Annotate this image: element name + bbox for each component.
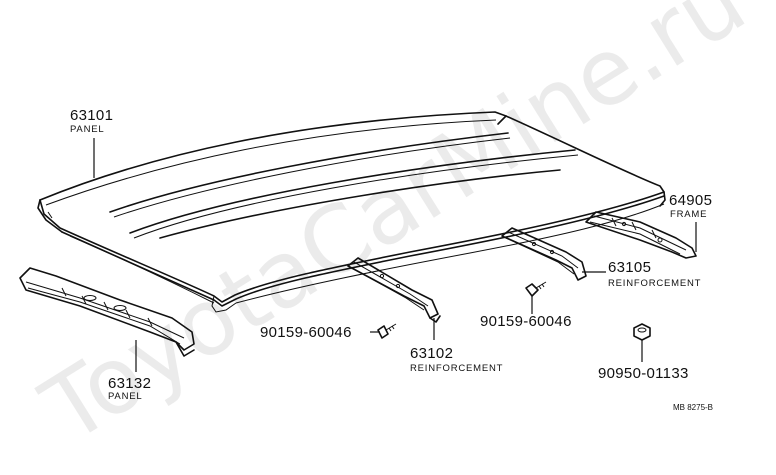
part-number-90159-left: 90159-60046	[260, 324, 352, 341]
nut-icon	[633, 323, 651, 341]
part-number-90950: 90950-01133	[598, 365, 689, 382]
frame-64905-drawing	[585, 211, 697, 259]
part-number-63101: 63101	[70, 107, 113, 124]
part-name-63105: REINFORCEMENT	[608, 278, 701, 289]
part-number-64905: 64905	[669, 192, 712, 209]
reinforcement-63102-drawing	[347, 257, 441, 323]
part-name-63132: PANEL	[108, 391, 142, 402]
part-name-63101: PANEL	[70, 124, 104, 135]
part-number-63102: 63102	[410, 345, 453, 362]
screw-right-icon	[525, 281, 547, 297]
part-number-63105: 63105	[608, 259, 651, 276]
reinforcement-63105-drawing	[501, 227, 587, 281]
diagram-code: MB 8275-B	[673, 403, 713, 412]
part-number-63132: 63132	[108, 375, 151, 392]
part-name-63102: REINFORCEMENT	[410, 363, 503, 374]
part-name-64905: FRAME	[670, 209, 707, 220]
panel-63132-drawing	[19, 267, 195, 357]
roof-panel-drawing	[37, 111, 666, 313]
screw-left-icon	[377, 323, 397, 339]
part-number-90159-right: 90159-60046	[480, 313, 572, 330]
